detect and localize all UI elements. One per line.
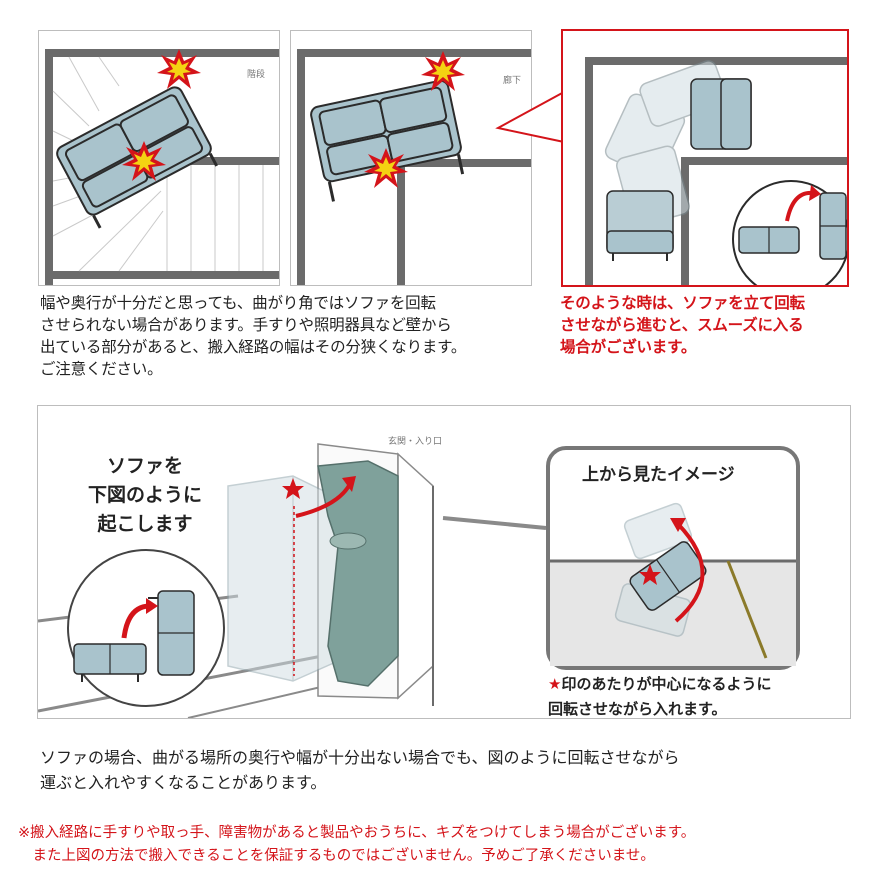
star-icon: ★ xyxy=(548,675,562,693)
caption-line: 幅や奥行が十分だと思っても、曲がり角ではソファを回転 xyxy=(40,294,436,312)
sofa-icon xyxy=(690,78,752,150)
collision-icon xyxy=(122,141,166,181)
sofa-icon xyxy=(606,190,674,261)
stairs-tag: 階段 xyxy=(247,70,266,80)
star-icon xyxy=(639,564,661,585)
solution-illustration xyxy=(585,57,847,285)
sofa-icon xyxy=(629,541,707,611)
star-note: ★印のあたりが中心になるように 回転させながら入れます。 xyxy=(548,672,848,718)
solution-panel xyxy=(561,29,849,287)
hall-panel: 廊下 xyxy=(290,30,532,286)
raise-sofa-label: ソファを 下図のように 起こします xyxy=(60,452,230,539)
star-note-line: 回転させながら入れます。 xyxy=(548,700,727,718)
caption-right: そのような時は、ソファを立て回転 させながら進むと、スムーズに入る 場合がござい… xyxy=(560,292,860,358)
top-view-title: 上から見たイメージ xyxy=(582,465,735,485)
caption-line: させながら進むと、スムーズに入る xyxy=(560,316,804,334)
raise-sofa-line: ソファを xyxy=(106,455,183,477)
caption-left: 幅や奥行が十分だと思っても、曲がり角ではソファを回転 させられない場合があります… xyxy=(40,292,540,380)
entrance-panel: 玄関・入り口 ソファを 下図のように 起こします 上から見たイメージ ★印のあた… xyxy=(37,405,851,719)
raise-sofa-line: 起こします xyxy=(97,513,193,535)
caption-line: 出ている部分があると、搬入経路の幅はその分狭くなります。 xyxy=(40,338,467,356)
caption-line: 場合がございます。 xyxy=(560,338,697,356)
sofa-icon xyxy=(317,460,399,687)
star-note-line: 印のあたりが中心になるように xyxy=(561,675,772,693)
star-icon xyxy=(282,478,304,499)
note-line: ※搬入経路に手すりや取っ手、障害物があると製品やおうちに、キズをつけてしまう場合… xyxy=(18,825,696,841)
hall-illustration xyxy=(297,49,531,285)
caption-line: そのような時は、ソファを立て回転 xyxy=(560,294,805,312)
stairs-illustration xyxy=(45,49,279,285)
caption-line: ご注意ください。 xyxy=(40,360,163,378)
bottom-line: 運ぶと入れやすくなることがあります。 xyxy=(40,773,327,792)
entrance-illustration xyxy=(38,443,800,718)
bottom-explanation: ソファの場合、曲がる場所の奥行や幅が十分出ない場合でも、図のように回転させながら… xyxy=(40,745,860,795)
entrance-tag: 玄関・入り口 xyxy=(388,437,443,447)
hall-tag: 廊下 xyxy=(503,76,522,86)
callout-pointer xyxy=(495,91,565,143)
sofa-icon xyxy=(738,192,847,260)
sofa-icon xyxy=(310,79,465,202)
rotate-arrow-icon xyxy=(785,190,814,222)
collision-icon xyxy=(364,148,408,188)
rotate-arrow-icon xyxy=(295,482,352,518)
collision-icon xyxy=(421,51,465,91)
bottom-line: ソファの場合、曲がる場所の奥行や幅が十分出ない場合でも、図のように回転させながら xyxy=(40,748,680,767)
sofa-icon xyxy=(73,590,195,682)
raise-sofa-line: 下図のように xyxy=(87,484,202,506)
rotate-arrow-icon xyxy=(674,522,705,623)
caption-line: させられない場合があります。手すりや照明器具など壁から xyxy=(40,316,452,334)
disclaimer-note: ※搬入経路に手すりや取っ手、障害物があると製品やおうちに、キズをつけてしまう場合… xyxy=(18,822,888,868)
note-line: また上図の方法で搬入できることを保証するものではございません。予めご了承ください… xyxy=(18,848,655,864)
collision-icon xyxy=(157,49,201,89)
stairs-panel: 階段 xyxy=(38,30,280,286)
